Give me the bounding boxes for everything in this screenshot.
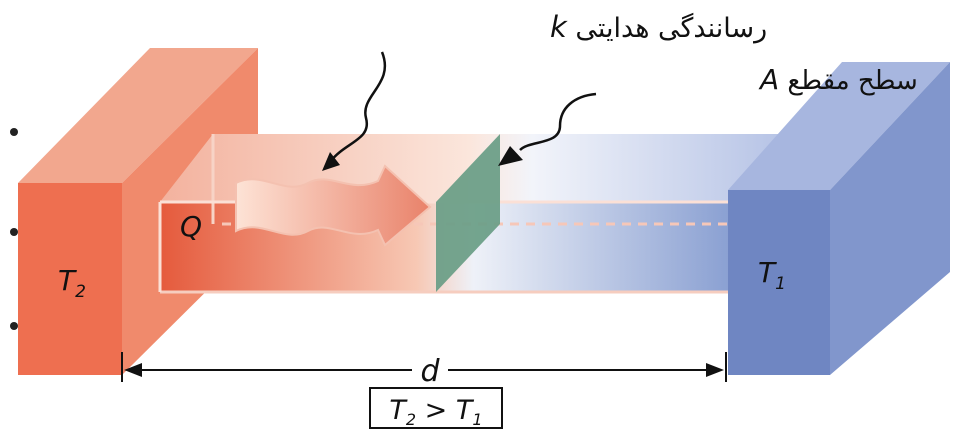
distance-symbol: d xyxy=(420,354,440,389)
cross-section-leader-arrowhead xyxy=(498,146,523,166)
hot-temperature-label: T2 xyxy=(58,264,86,302)
cold-temperature-label: T1 xyxy=(758,256,786,294)
conductivity-leader-arrowhead xyxy=(322,152,340,171)
bullet-dot-1 xyxy=(10,128,18,136)
cross-section-label: سطح مقطع A xyxy=(758,63,918,96)
inequality-text: T2 > T1 xyxy=(389,395,482,429)
heat-flow-arrow xyxy=(235,164,432,247)
bullet-dot-2 xyxy=(10,228,18,236)
cold-reservoir xyxy=(728,62,950,375)
bullet-dot-3 xyxy=(10,322,18,330)
cross-section-plane xyxy=(436,134,500,292)
distance-dimension xyxy=(121,352,727,382)
heat-symbol: Q xyxy=(180,210,202,243)
conductivity-label: رسانندگی هدایتی k xyxy=(550,10,767,44)
conductivity-leader xyxy=(329,51,387,163)
inequality-box xyxy=(369,387,503,429)
cross-section-leader xyxy=(519,92,597,152)
